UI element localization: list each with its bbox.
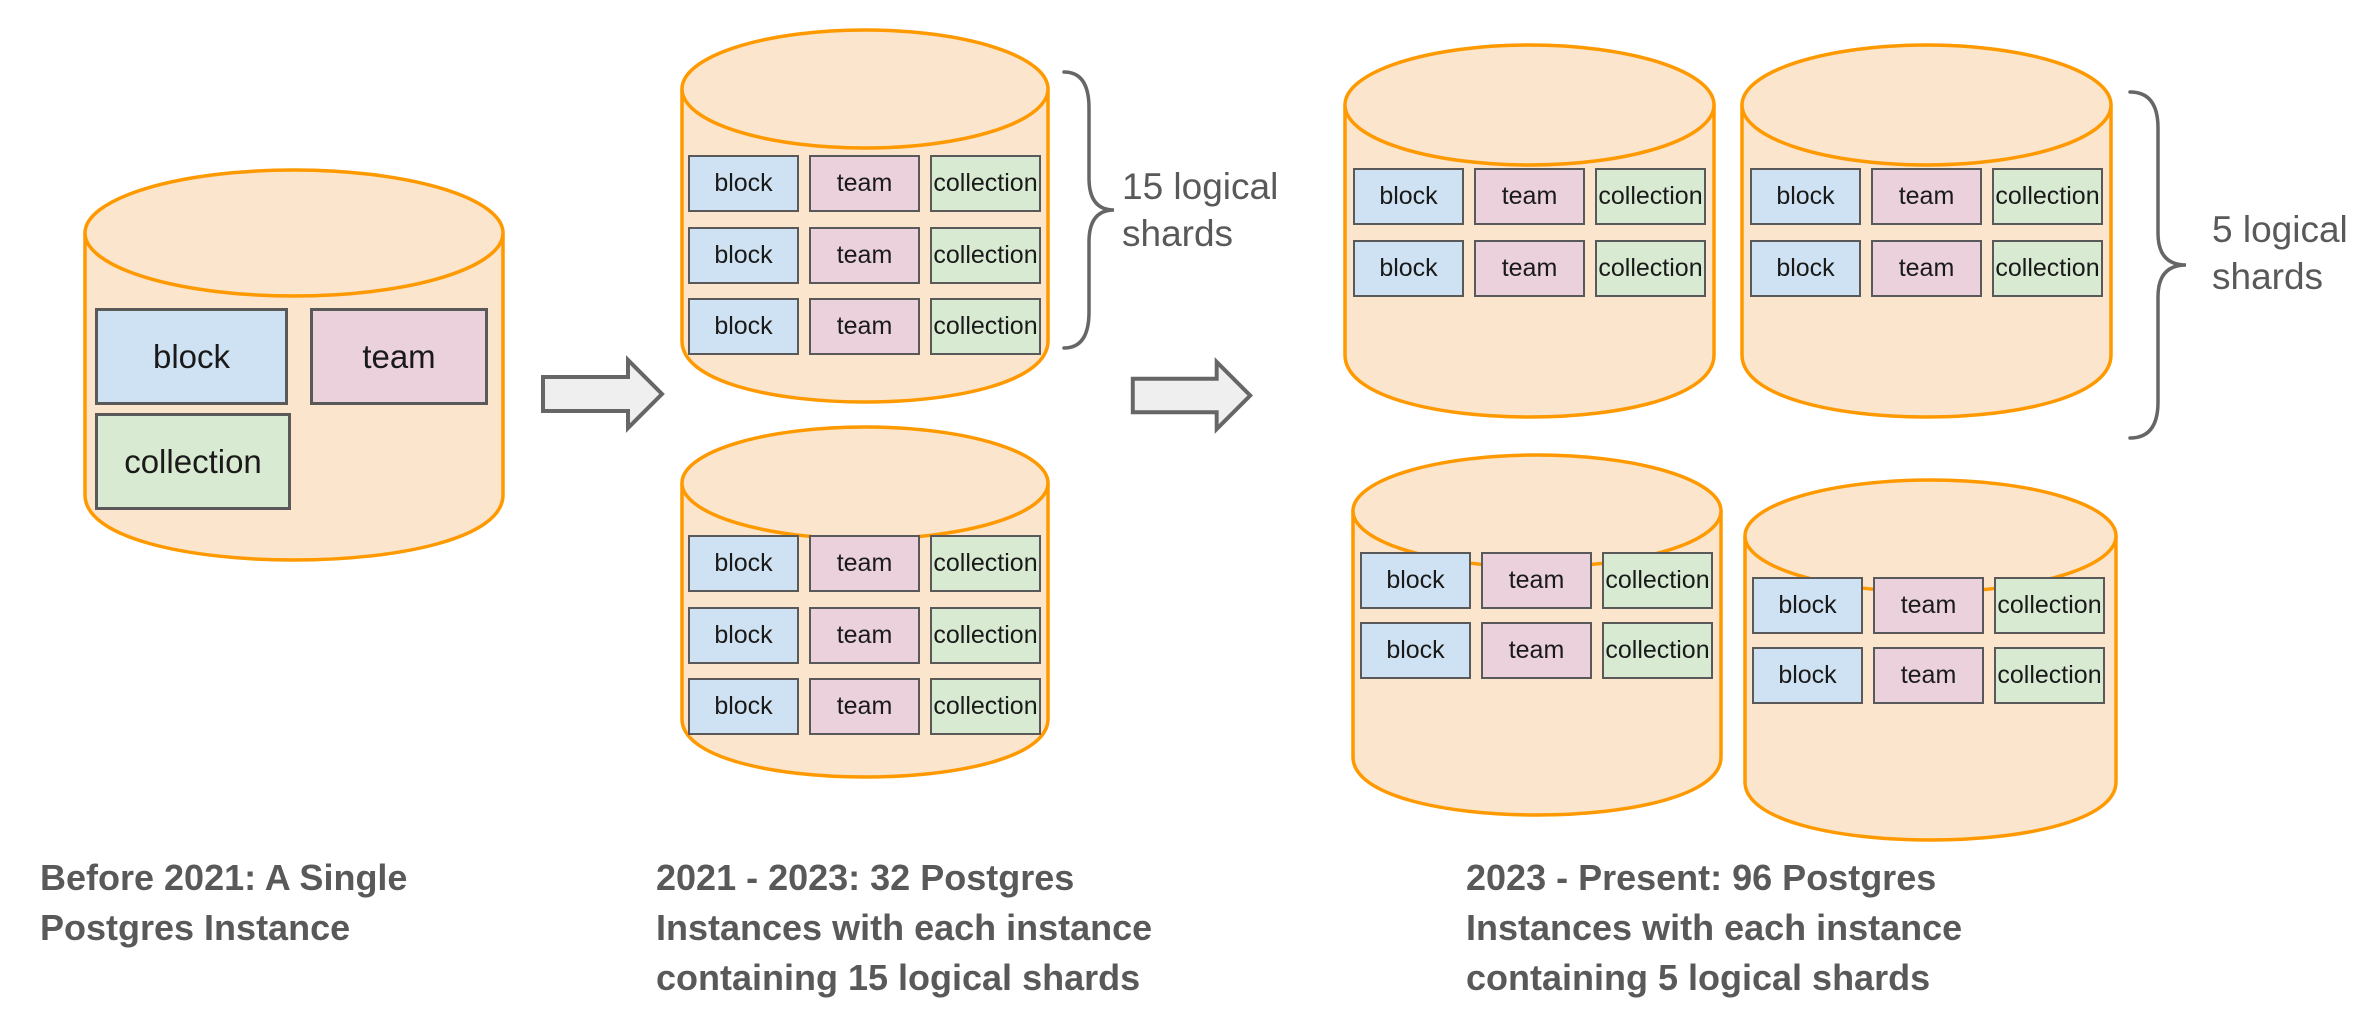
stage-caption-2023-present: 2023 - Present: 96 Postgres Instances wi… [1466,857,1963,998]
team-table-box: team [809,298,920,355]
team-table-box: team [809,535,920,592]
team-table-box: team [809,227,920,284]
shard-row: block team collection [688,607,1041,664]
shard-row: block team collection [1353,240,1706,297]
shard-row: block team collection [688,298,1041,355]
block-table-box: block [1750,168,1861,225]
block-table-box: block [688,535,799,592]
team-table-box: team [809,607,920,664]
collection-table-box: collection [1994,577,2105,634]
collection-table-box: collection [1595,240,1706,297]
collection-table-box: collection [930,678,1041,735]
team-table-box: team [1474,168,1585,225]
block-table-box: block [1353,168,1464,225]
arrow-right-icon [541,355,665,433]
postgres-instance-cylinder [1740,43,2113,419]
block-table-box: block [688,607,799,664]
block-table-box: block [1752,577,1863,634]
block-table-box: block [1360,552,1471,609]
team-table-box: team [1873,577,1984,634]
shard-row: block team collection [1353,168,1706,225]
block-table-box: block [1353,240,1464,297]
collection-table-box: collection [1994,647,2105,704]
collection-table-box: collection [930,607,1041,664]
collection-table-box: collection [1602,552,1713,609]
brace-icon [2128,90,2187,440]
block-table-box: block [95,308,288,405]
shard-count-annotation: 15 logical shards [1122,166,1279,254]
block-table-box: block [688,678,799,735]
shard-row: block team collection [1750,168,2103,225]
block-table-box: block [688,155,799,212]
collection-table-box: collection [930,298,1041,355]
block-table-box: block [1750,240,1861,297]
collection-table-box: collection [930,227,1041,284]
shard-row: block team collection [1752,577,2105,634]
team-table-box: team [809,155,920,212]
shard-row: block team collection [688,535,1041,592]
block-table-box: block [688,227,799,284]
collection-table-box: collection [1595,168,1706,225]
team-table-box: team [1481,552,1592,609]
collection-table-box: collection [930,155,1041,212]
block-table-box: block [1752,647,1863,704]
team-table-box: team [310,308,488,405]
arrow-right-icon [1130,357,1254,434]
shard-row: block team collection [1360,622,1713,679]
stage-caption-before-2021: Before 2021: A Single Postgres Instance [40,857,408,948]
team-table-box: team [1481,622,1592,679]
brace-icon [1062,70,1115,350]
shard-row: block team collection [1750,240,2103,297]
collection-table-box: collection [1602,622,1713,679]
shard-row: block team collection [688,155,1041,212]
collection-table-box: collection [1992,240,2103,297]
block-table-box: block [1360,622,1471,679]
postgres-instance-cylinder [1343,43,1716,419]
stage-caption-2021-2023: 2021 - 2023: 32 Postgres Instances with … [656,857,1153,998]
shard-count-annotation: 5 logical shards [2212,209,2348,297]
team-table-box: team [1474,240,1585,297]
team-table-box: team [1871,240,1982,297]
shard-row: block team collection [1752,647,2105,704]
collection-table-box: collection [95,413,291,510]
shard-row: block team collection [688,678,1041,735]
block-table-box: block [688,298,799,355]
team-table-box: team [1873,647,1984,704]
team-table-box: team [1871,168,1982,225]
shard-row: block team collection [1360,552,1713,609]
collection-table-box: collection [1992,168,2103,225]
shard-row: block team collection [688,227,1041,284]
collection-table-box: collection [930,535,1041,592]
team-table-box: team [809,678,920,735]
